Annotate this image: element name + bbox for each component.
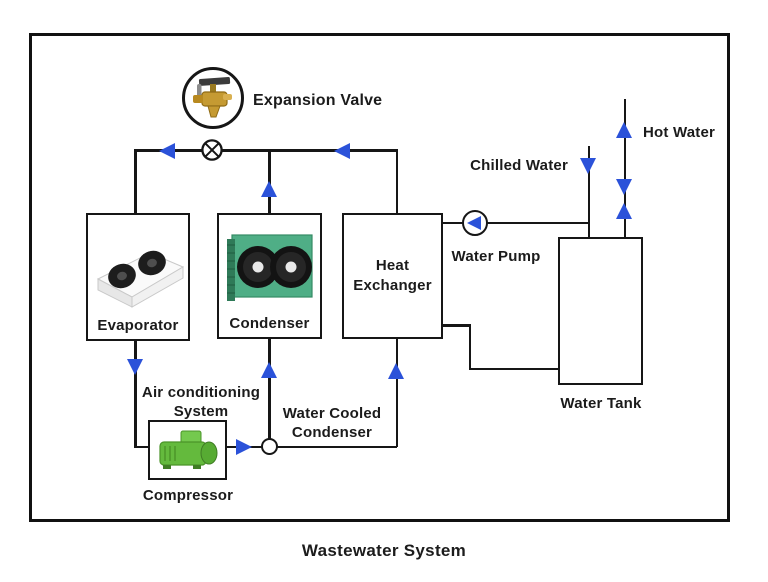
condenser-box: Condenser [217,213,322,339]
pipe-junction-right [276,445,397,448]
pipe-condenser-bottom [268,339,271,440]
flow-arrow-evaporator-down [127,359,143,375]
water-tank-box [558,237,643,385]
pump-impeller-icon [467,216,481,230]
compressor-box [148,420,227,480]
chilled-water-label: Chilled Water [470,157,568,174]
condenser-icon [223,229,316,305]
air-conditioning-label: Air conditioning System [141,384,261,420]
pipe-evaporator-bottom [134,341,137,448]
compressor-icon [155,426,221,476]
water-pump-label: Water Pump [451,248,541,265]
expansion-valve-symbol [200,138,224,162]
flow-arrow-to-evaporator [159,142,175,159]
pipe-hx-to-tank-3 [468,367,560,370]
flow-arrow-condenser-up [261,181,277,197]
flow-arrow-bowtie-up [616,203,632,219]
pipe-into-compressor [134,445,150,448]
flow-arrow-chilled-down [580,158,596,174]
pipe-heat-exchanger-top [395,149,398,213]
water-pump-icon [462,210,488,236]
flow-arrow-to-heat-exchanger [388,363,404,379]
pipe-hx-to-tank-1 [443,324,471,327]
diagram-caption: Wastewater System [301,541,467,560]
flow-arrow-compressor-out [236,439,252,455]
expansion-valve-label: Expansion Valve [253,92,383,109]
pipe-hx-to-tank-2 [468,324,471,370]
compressor-label: Compressor [142,487,234,504]
pipe-pump-line [443,221,590,224]
heat-exchanger-box: Heat Exchanger [342,213,443,339]
pipe-expansion-line [134,149,398,152]
pipe-hot-water [623,99,626,238]
condenser-label: Condenser [229,315,310,332]
flow-arrow-to-expansion [334,142,350,159]
pipe-to-evaporator-top [134,149,137,213]
hot-water-label: Hot Water [643,124,716,141]
evaporator-label: Evaporator [97,317,179,334]
heat-exchanger-label: Heat Exchanger [353,257,432,294]
flow-arrow-bowtie-down [616,179,632,195]
expansion-valve-icon [182,67,244,129]
flow-arrow-junction-to-condenser [261,362,277,378]
pipe-heat-exchanger-bottom [395,339,398,447]
flow-arrow-hot-up [616,122,632,138]
evaporator-box: Evaporator [86,213,190,341]
water-tank-label: Water Tank [560,395,642,412]
evaporator-icon [90,237,186,311]
water-cooled-condenser-label: Water Cooled Condenser [282,405,382,441]
junction-node [261,438,278,455]
